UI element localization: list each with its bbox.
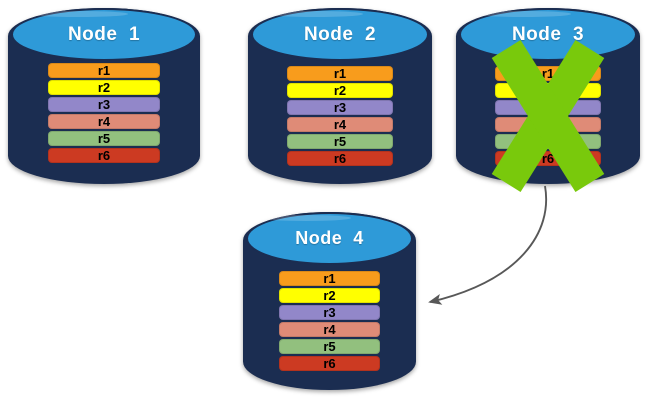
record-bar[interactable]: r2 [48, 79, 160, 95]
record-bar[interactable]: r5 [494, 134, 602, 150]
node-label: Node 2 [303, 23, 377, 45]
node-label: Node 4 [295, 228, 364, 249]
record-bar[interactable]: r1 [286, 66, 394, 82]
node-cylinder-1[interactable]: Node 1 r1 r2 r3 r4 r5 r6 [8, 8, 200, 184]
cylinder-gloss [260, 215, 351, 222]
record-bar[interactable]: r2 [494, 83, 602, 99]
record-bar[interactable]: r1 [279, 270, 380, 286]
record-bar[interactable]: r4 [286, 117, 394, 133]
record-bar[interactable]: r2 [286, 83, 394, 99]
record-bar[interactable]: r3 [494, 100, 602, 116]
record-stack: r1 r2 r3 r4 r5 r6 [48, 62, 160, 163]
record-bar[interactable]: r5 [48, 130, 160, 146]
record-bar[interactable]: r3 [48, 96, 160, 112]
record-bar[interactable]: r5 [279, 338, 380, 354]
record-bar[interactable]: r4 [494, 117, 602, 133]
record-bar[interactable]: r6 [286, 151, 394, 167]
record-stack: r1 r2 r3 r4 r5 r6 [286, 66, 394, 167]
record-bar[interactable]: r4 [279, 321, 380, 337]
cylinder-top-disc [10, 8, 198, 61]
record-bar[interactable]: r2 [279, 287, 380, 303]
record-stack: r1 r2 r3 r4 r5 r6 [279, 270, 380, 371]
cylinder-gloss [474, 11, 571, 18]
cylinder-gloss [27, 11, 128, 18]
cylinder-gloss [266, 11, 363, 18]
node-cylinder-2[interactable]: Node 2 r1 r2 r3 r4 r5 r6 [248, 8, 432, 184]
record-bar[interactable]: r6 [279, 355, 380, 371]
record-bar[interactable]: r6 [48, 147, 160, 163]
record-stack: r1 r2 r3 r4 r5 r6 [494, 66, 602, 167]
record-bar[interactable]: r1 [494, 66, 602, 82]
record-bar[interactable]: r6 [494, 151, 602, 167]
node-cylinder-3[interactable]: Node 3 r1 r2 r3 r4 r5 r6 [456, 8, 640, 184]
cylinder-top-disc [250, 8, 430, 61]
record-bar[interactable]: r3 [286, 100, 394, 116]
record-bar[interactable]: r1 [48, 62, 160, 78]
node-label: Node 1 [67, 23, 141, 45]
record-bar[interactable]: r4 [48, 113, 160, 129]
record-bar[interactable]: r3 [279, 304, 380, 320]
record-bar[interactable]: r5 [286, 134, 394, 150]
node-cylinder-4[interactable]: Node 4 r1 r2 r3 r4 r5 r6 [243, 212, 416, 390]
node-label: Node 3 [511, 23, 585, 45]
